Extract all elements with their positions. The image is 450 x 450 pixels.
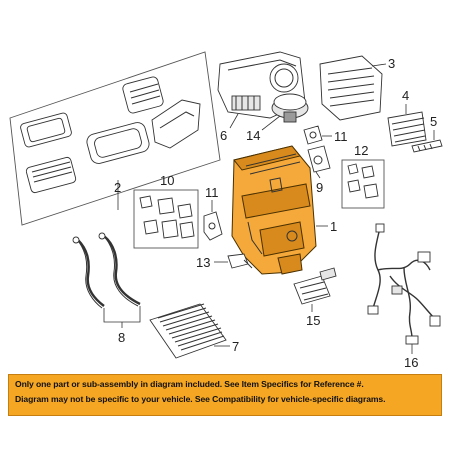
callout-16: 16	[404, 355, 418, 370]
part-1-hvac-unit	[231, 145, 317, 275]
callout-11-lower: 11	[205, 185, 219, 200]
part-4-cabin-filter	[387, 111, 427, 147]
callout-2: 2	[114, 180, 121, 195]
callout-13: 13	[196, 255, 210, 270]
callout-14: 14	[246, 128, 260, 143]
part-7-core	[149, 303, 227, 359]
callout-1: 1	[330, 219, 337, 234]
part-14-blower-motor	[271, 93, 309, 123]
disclaimer-line-2: Diagram may not be specific to your vehi…	[15, 394, 386, 404]
disclaimer-banner: Only one part or sub-assembly in diagram…	[8, 374, 442, 416]
part-13-sensor	[227, 253, 253, 269]
callout-10: 10	[160, 173, 174, 188]
callout-15: 15	[306, 313, 320, 328]
callout-5: 5	[430, 114, 437, 129]
callout-4: 4	[402, 88, 409, 103]
part-2-vents	[20, 76, 201, 194]
panel-part-12	[341, 159, 385, 209]
part-11-lower	[203, 211, 223, 241]
part-9-actuator	[307, 145, 331, 173]
callout-11-upper: 11	[334, 129, 348, 144]
part-16-wiring-harness	[367, 223, 441, 345]
part-8-hoses	[72, 232, 141, 309]
callout-7: 7	[232, 339, 239, 354]
part-3-housing	[319, 55, 383, 121]
panel-part-2	[9, 51, 221, 226]
callout-8: 8	[118, 330, 125, 345]
callout-3: 3	[388, 56, 395, 71]
disclaimer-line-1: Only one part or sub-assembly in diagram…	[15, 379, 364, 389]
callout-6: 6	[220, 128, 227, 143]
panel-part-10	[133, 189, 199, 249]
parts-diagram: 2 6 14 3 4	[9, 51, 443, 370]
callout-12: 12	[354, 143, 368, 158]
part-5-filter-cover	[411, 139, 443, 153]
part-11-upper	[303, 125, 323, 145]
callout-9: 9	[316, 180, 323, 195]
part-15-module	[293, 267, 337, 305]
